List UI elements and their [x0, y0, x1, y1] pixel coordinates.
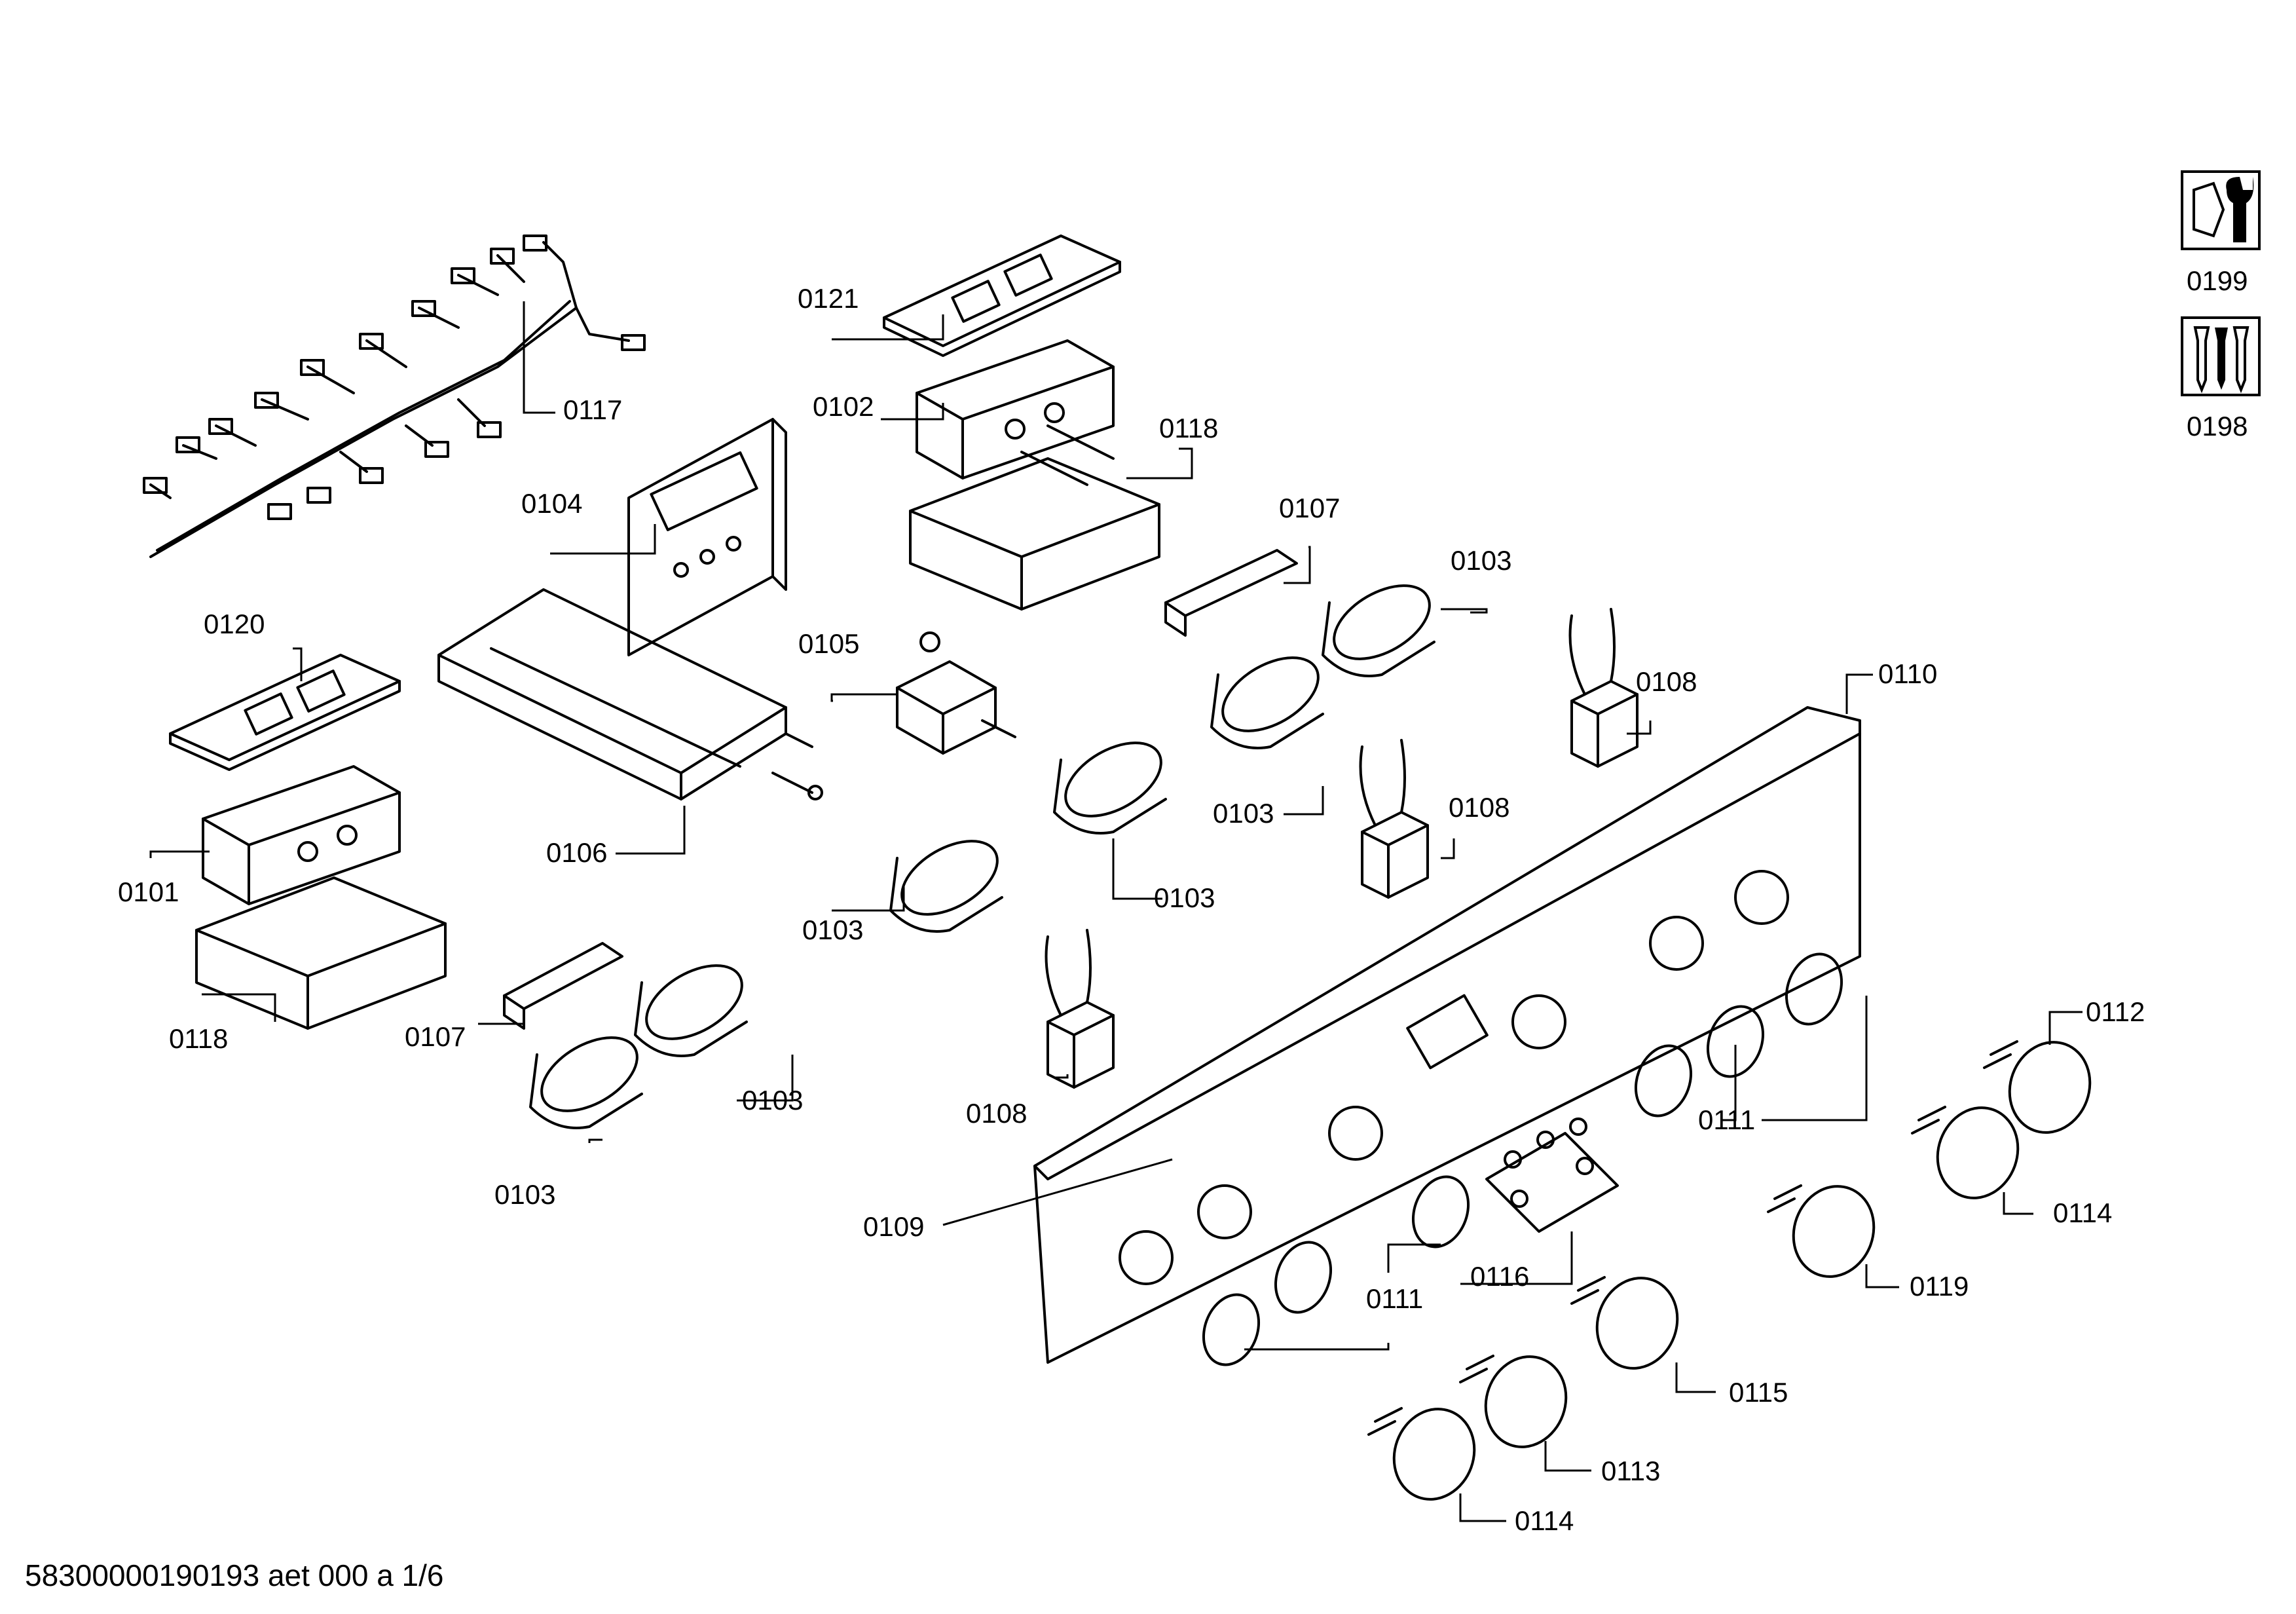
- bearing-sleeve-0103-f: [529, 1036, 643, 1129]
- callout-label: 0109: [863, 1211, 924, 1242]
- switch-block-0102: [916, 339, 1115, 486]
- housing-0118-lower: [195, 876, 447, 1030]
- knob-0119: [1767, 1184, 1876, 1278]
- callout-label: 0121: [798, 283, 859, 314]
- switch-block-0101: [202, 765, 401, 905]
- callout-label: 0113: [1601, 1455, 1660, 1486]
- callout-labels: 0121 0117 0102 0118 0104 0107 0103 0120 …: [118, 265, 2248, 1536]
- callout-label: 0106: [546, 837, 607, 868]
- callout-label: 0107: [405, 1021, 466, 1052]
- callout-label: 0111: [1366, 1283, 1423, 1314]
- callout-label: 0110: [1878, 658, 1937, 689]
- cover-plate-0120: [169, 654, 401, 771]
- callout-label: 0118: [169, 1023, 228, 1054]
- callout-label: 0112: [2086, 996, 2145, 1027]
- bearing-sleeve-0103-d: [889, 840, 1003, 933]
- knob-0114-a: [1911, 1106, 2020, 1199]
- callout-label: 0105: [798, 628, 859, 659]
- callout-label: 0120: [204, 609, 265, 639]
- housing-0118-upper: [909, 457, 1160, 610]
- knob-0115: [1570, 1276, 1679, 1370]
- callout-label: 0104: [521, 488, 582, 519]
- callout-label: 0114: [1515, 1505, 1574, 1536]
- callout-label: 0114: [2053, 1197, 2112, 1228]
- bearing-sleeve-0103-a: [1322, 584, 1435, 677]
- switch-0105: [896, 631, 1016, 755]
- callout-label: 0101: [118, 876, 179, 907]
- screws-0116: [1504, 1117, 1594, 1208]
- callout-label: 0103: [802, 914, 863, 945]
- knob-0113: [1459, 1355, 1568, 1448]
- callout-label: 0116: [1470, 1261, 1529, 1292]
- screws-icon: [2181, 316, 2261, 396]
- callout-label: 0103: [494, 1179, 555, 1210]
- ring-0111-a: [1634, 952, 1843, 1117]
- ring-0111-b: [1202, 1175, 1470, 1366]
- callout-label: 0103: [1451, 545, 1511, 576]
- bearing-sleeve-0103-c: [1053, 741, 1167, 835]
- callout-label: 0108: [1636, 666, 1697, 697]
- bracket-0107-upper: [1164, 549, 1298, 637]
- callout-label: 0103: [742, 1085, 803, 1116]
- knob-0112: [1983, 1040, 2092, 1134]
- cover-plate-0121: [883, 235, 1121, 357]
- callout-label: 0199: [2187, 265, 2248, 296]
- display-module-0104: [627, 418, 787, 656]
- callout-label: 0108: [966, 1098, 1027, 1129]
- nut-and-wrench-icon: [2181, 170, 2261, 250]
- callout-label: 0198: [2187, 411, 2248, 441]
- switch-0108-c: [1045, 929, 1115, 1089]
- callout-label: 0102: [813, 391, 874, 422]
- bearing-sleeve-0103-e: [634, 964, 748, 1057]
- callout-label: 0115: [1729, 1377, 1788, 1408]
- cam-switch-0106: [437, 588, 823, 800]
- bracket-0107-lower: [503, 942, 623, 1030]
- switch-0108-a: [1568, 608, 1639, 768]
- callout-label: 0119: [1910, 1271, 1969, 1302]
- callout-label: 0118: [1159, 413, 1218, 443]
- callout-label: 0108: [1449, 792, 1509, 823]
- switch-0108-b: [1359, 739, 1429, 899]
- control-panel-0110: [1033, 706, 1861, 1364]
- callout-label: 0107: [1279, 493, 1340, 523]
- document-footer: 58300000190193 aet 000 a 1/6: [25, 1558, 444, 1592]
- callout-label: 0117: [563, 394, 622, 425]
- leader-lines: [149, 301, 2083, 1522]
- callout-label: 0103: [1213, 798, 1274, 829]
- knob-0114-b: [1367, 1407, 1476, 1501]
- callout-label: 0103: [1154, 882, 1215, 913]
- callout-label: 0111: [1698, 1104, 1755, 1135]
- bearing-sleeve-0103-b: [1210, 656, 1324, 749]
